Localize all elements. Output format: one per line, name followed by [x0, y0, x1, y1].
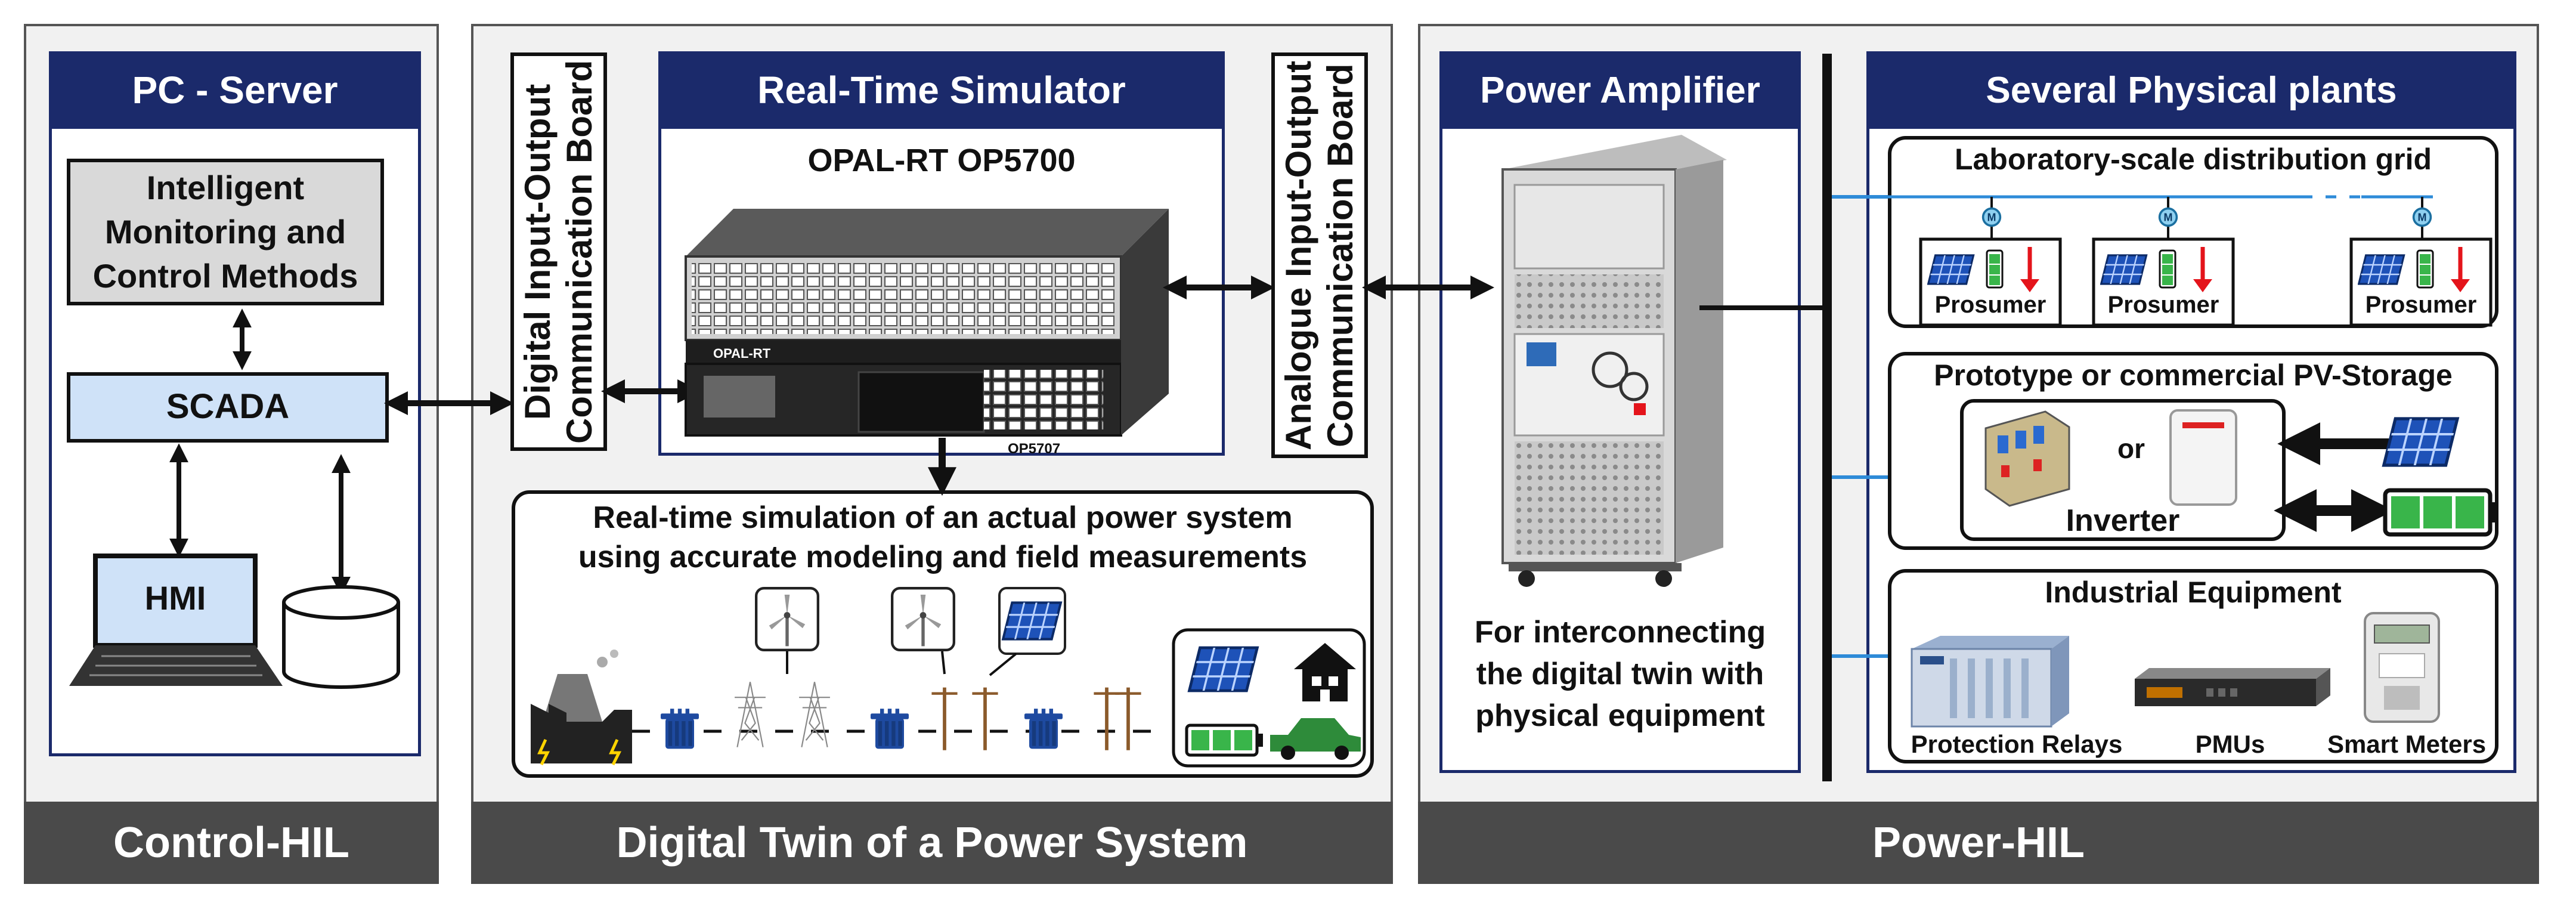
prosumer-label-2: Prosumer — [2108, 292, 2219, 318]
transmission-tower-icon — [798, 681, 831, 749]
prosumer-label-1: Prosumer — [1935, 292, 2046, 318]
methods-box — [67, 159, 384, 305]
op5707-label: OP5707 — [1008, 441, 1060, 457]
opal-brand-logo: OPAL-RT — [713, 346, 771, 361]
transformer-icon — [1024, 709, 1063, 749]
battery-icon — [2383, 488, 2498, 537]
equipment-label-relays: Protection Relays — [1911, 730, 2123, 758]
grid-feeder — [1888, 195, 2491, 325]
industrial-title: Industrial Equipment — [2045, 576, 2342, 609]
transformer-icon — [661, 709, 699, 749]
car-icon — [1270, 718, 1361, 760]
prosumer-label-3: Prosumer — [2366, 292, 2477, 318]
meter-icon — [2412, 207, 2432, 227]
utility-pole-icon — [972, 688, 998, 750]
inverter-label: Inverter — [2066, 503, 2180, 538]
utility-pole-icon — [931, 688, 957, 750]
simulation-line1: Real-time simulation of an actual power … — [593, 500, 1293, 535]
plants-title: Several Physical plants — [1866, 51, 2516, 129]
simulator-title: Real-Time Simulator — [658, 51, 1225, 129]
solar-panel-icon — [998, 587, 1066, 655]
pv-title: Prototype or commercial PV-Storage — [1934, 358, 2453, 392]
house-icon — [1294, 643, 1356, 701]
protection-relay-icon — [1911, 636, 2069, 728]
simulation-line2: using accurate modeling and field measur… — [578, 540, 1308, 574]
database-icon — [282, 585, 400, 689]
analogue-board-box — [1271, 52, 1368, 458]
section-label-power-hil: Power-HIL — [1418, 802, 2539, 884]
battery-icon — [1185, 724, 1263, 757]
section-label-control-hil: Control-HIL — [24, 802, 439, 884]
factory-icon — [531, 650, 632, 766]
solar-panel-icon — [2384, 419, 2457, 465]
scada-box — [67, 372, 389, 443]
utility-pole-icon — [1115, 688, 1141, 750]
scada-label: SCADA — [166, 387, 290, 426]
laptop-icon — [69, 554, 283, 686]
amplifier-line1: For interconnecting — [1474, 615, 1766, 650]
power-chain — [531, 587, 1366, 768]
wind-turbine-icon — [756, 588, 818, 650]
meter-icon — [2158, 207, 2178, 227]
simulator-model: OPAL-RT OP5700 — [807, 143, 1076, 178]
meter-icon — [1981, 207, 2002, 227]
hmi-label: HMI — [144, 579, 206, 617]
smart-meter-icon — [2364, 612, 2440, 723]
pc-server-title: PC - Server — [49, 51, 421, 129]
equipment-label-meters: Smart Meters — [2327, 730, 2486, 758]
amplifier-title: Power Amplifier — [1439, 51, 1801, 129]
simulator-device — [685, 209, 1169, 437]
digital-board-box — [510, 52, 607, 451]
inverter-box — [1960, 399, 2286, 541]
wind-turbine-icon — [892, 588, 954, 650]
amplifier-line2: the digital twin with — [1476, 657, 1764, 691]
transformer-icon — [871, 709, 909, 749]
or-label: or — [2117, 433, 2145, 464]
grid-title: Laboratory-scale distribution grid — [1954, 143, 2432, 176]
equipment-label-pmus: PMUs — [2196, 730, 2265, 758]
amplifier-line3: physical equipment — [1475, 698, 1765, 733]
methods-label: Intelligent Monitoring and Control Metho… — [92, 169, 358, 295]
pmu-icon — [2135, 668, 2330, 706]
bus-bar — [1822, 54, 1832, 781]
utility-pole-icon — [1094, 688, 1119, 750]
transmission-tower-icon — [733, 681, 767, 749]
solar-panel-icon — [1189, 648, 1257, 691]
amplifier-cabinet — [1501, 135, 1727, 587]
section-label-digital-twin: Digital Twin of a Power System — [471, 802, 1393, 884]
